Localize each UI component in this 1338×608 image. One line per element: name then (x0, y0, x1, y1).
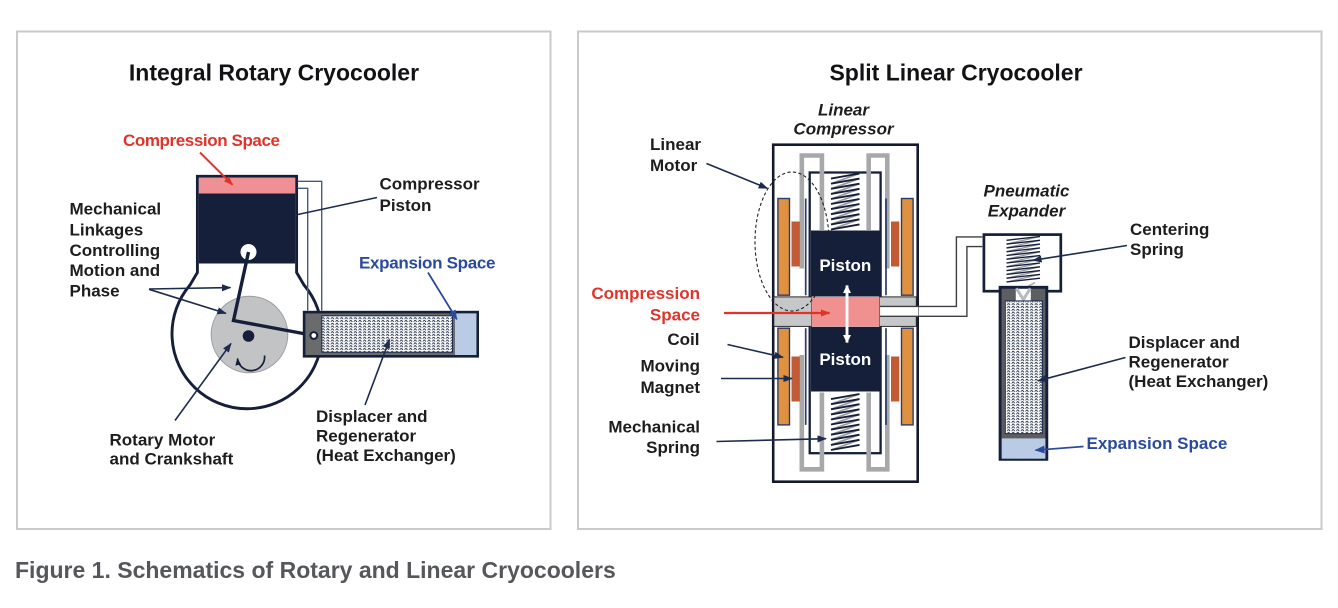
svg-text:Rotary Motor: Rotary Motor (110, 431, 216, 450)
svg-text:Piston: Piston (819, 256, 871, 275)
svg-text:Displacer and: Displacer and (316, 407, 428, 426)
svg-text:Coil: Coil (667, 330, 699, 349)
svg-text:Motion and: Motion and (70, 261, 161, 280)
svg-text:Compressor: Compressor (380, 175, 481, 194)
svg-text:Integral Rotary Cryocooler: Integral Rotary Cryocooler (129, 60, 419, 86)
svg-text:Expansion Space: Expansion Space (1087, 434, 1228, 453)
svg-text:Expander: Expander (988, 202, 1067, 221)
svg-text:Pneumatic: Pneumatic (984, 182, 1071, 201)
svg-text:Compression: Compression (591, 284, 700, 303)
svg-text:Spring: Spring (1130, 240, 1184, 259)
svg-text:Regenerator: Regenerator (1129, 353, 1230, 372)
svg-text:Spring: Spring (646, 438, 700, 457)
svg-text:Piston: Piston (380, 196, 432, 215)
svg-text:Phase: Phase (70, 282, 120, 301)
svg-text:Linear: Linear (650, 135, 701, 154)
svg-text:Displacer and: Displacer and (1129, 333, 1241, 352)
svg-text:Linkages: Linkages (70, 221, 144, 240)
svg-text:Figure 1. Schematics of Rotary: Figure 1. Schematics of Rotary and Linea… (15, 557, 616, 583)
svg-text:Mechanical: Mechanical (608, 417, 700, 436)
svg-text:Compressor: Compressor (793, 120, 895, 139)
svg-text:Moving: Moving (641, 357, 701, 376)
svg-text:Piston: Piston (819, 350, 871, 369)
svg-text:and Crankshaft: and Crankshaft (110, 450, 234, 469)
svg-text:Controlling: Controlling (70, 241, 161, 260)
svg-text:Mechanical: Mechanical (70, 199, 162, 218)
svg-text:(Heat Exchanger): (Heat Exchanger) (316, 446, 456, 465)
svg-text:Linear: Linear (818, 101, 870, 120)
svg-text:(Heat Exchanger): (Heat Exchanger) (1129, 372, 1269, 391)
svg-text:Split Linear Cryocooler: Split Linear Cryocooler (829, 60, 1082, 86)
svg-text:Motor: Motor (650, 156, 698, 175)
svg-text:Space: Space (650, 306, 700, 325)
svg-text:Compression Space: Compression Space (123, 131, 280, 150)
svg-text:Regenerator: Regenerator (316, 427, 417, 446)
svg-text:Expansion Space: Expansion Space (359, 253, 496, 272)
svg-text:Magnet: Magnet (641, 378, 701, 397)
svg-text:Centering: Centering (1130, 220, 1209, 239)
